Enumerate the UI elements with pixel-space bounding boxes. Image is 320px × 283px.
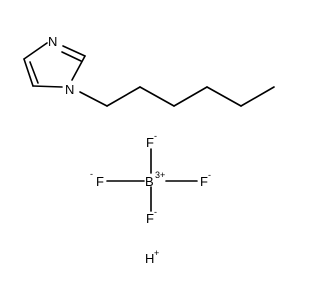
- boron-charge: 3+: [155, 170, 165, 180]
- chemical-structure-diagram: N N B 3+ F - - F F - F - H +: [23, 34, 275, 266]
- bond-c2-n3: [62, 45, 86, 57]
- bond-ce-cf: [240, 86, 275, 107]
- fluorine-left-charge: -: [90, 169, 93, 179]
- atom-fluorine-bottom-label: F: [146, 211, 154, 226]
- bond-ca-cb: [106, 86, 141, 107]
- bond-c4-c5: [23, 58, 34, 87]
- tetrafluoroborate: [106, 148, 198, 212]
- atom-n3-label: N: [48, 34, 57, 49]
- proton-charge: +: [154, 248, 159, 258]
- bond-c4-c5-double: [29, 61, 39, 84]
- bond-cc-cd: [173, 86, 208, 107]
- bond-n1-ca: [79, 91, 108, 107]
- fluorine-bottom-charge: -: [154, 207, 157, 217]
- bond-c5-n1: [32, 85, 63, 88]
- bond-cd-ce: [206, 86, 242, 107]
- atom-fluorine-left-label: F: [96, 174, 104, 189]
- fluorine-top-charge: -: [154, 131, 157, 141]
- atom-proton-label: H: [145, 251, 154, 266]
- bond-n3-c4: [23, 42, 48, 60]
- atom-fluorine-top-label: F: [146, 135, 154, 150]
- imidazole-ring: [23, 42, 86, 88]
- atom-fluorine-right-label: F: [200, 174, 208, 189]
- bond-cb-cc: [139, 86, 175, 107]
- bond-c2-n3-double: [61, 51, 82, 62]
- fluorine-right-charge: -: [208, 170, 211, 180]
- atom-n1-label: N: [65, 82, 74, 97]
- atom-boron-label: B: [145, 174, 154, 189]
- hexyl-chain: [79, 86, 275, 107]
- bond-n1-c2: [71, 55, 86, 81]
